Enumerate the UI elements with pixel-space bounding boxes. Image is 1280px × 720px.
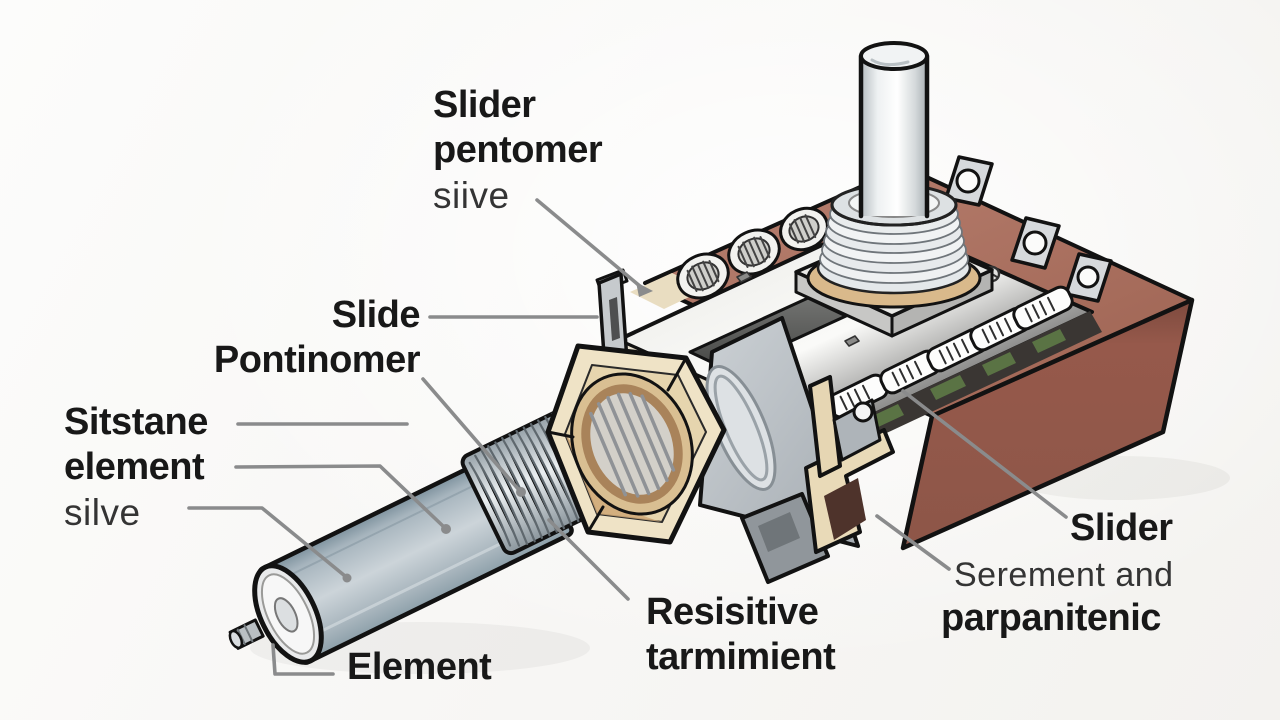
leader-slider-right — [901, 389, 1068, 519]
bushing-and-knob — [794, 41, 994, 338]
back-terminals — [676, 206, 829, 300]
label-knob-line3: siive — [433, 175, 510, 216]
leader-resistive — [547, 518, 630, 601]
cutaway-corner — [740, 375, 895, 584]
leader-element-bottom — [271, 643, 335, 676]
mounting-tab — [944, 155, 1113, 303]
label-slide: Slide Pontinomer — [140, 293, 421, 383]
label-knob-line2: pentomer — [433, 129, 603, 171]
label-element-text: Element — [347, 646, 492, 688]
label-left-line2: element — [64, 446, 205, 488]
knob-shaft — [830, 41, 958, 227]
label-resistive-element: Sitstane element silve — [64, 400, 208, 535]
pcb-strip — [832, 311, 1102, 453]
label-resistive-terminal: Resisitive tarmimient — [646, 590, 836, 680]
leader-knob — [535, 198, 653, 297]
wiper-bracket — [804, 375, 895, 554]
label-segment-line1: Serement and — [954, 556, 1174, 594]
leader-lines — [187, 198, 1068, 676]
label-left-line3: silve — [64, 492, 141, 533]
label-slider: Slider — [1070, 506, 1173, 551]
label-slider-text: Slider — [1070, 507, 1173, 549]
label-element: Element — [347, 645, 492, 690]
leader-element-mid — [234, 464, 451, 534]
shaft-end-cap — [228, 563, 324, 665]
body-front-face — [900, 297, 1195, 551]
label-segment-line2: parpanitenic — [941, 597, 1161, 639]
label-slide-line1: Slide — [331, 294, 421, 336]
hex-nut — [545, 343, 727, 545]
leader-pontinomer — [421, 377, 526, 497]
label-resistive-line2: tarmimient — [646, 636, 836, 678]
label-slide-line2: Pontinomer — [213, 339, 421, 381]
leader-segment — [875, 514, 951, 571]
label-segment: Serement and parpanitenic — [941, 554, 1174, 641]
terminal-lugs — [827, 285, 1074, 419]
label-resistive-line1: Resisitive — [646, 591, 819, 633]
wiper-ball — [852, 401, 874, 423]
label-left-line1: Sitstane — [64, 401, 208, 443]
label-knob-line1: Slider — [433, 84, 536, 126]
label-knob: Slider pentomer siive — [433, 83, 603, 218]
leader-silve — [187, 506, 352, 583]
